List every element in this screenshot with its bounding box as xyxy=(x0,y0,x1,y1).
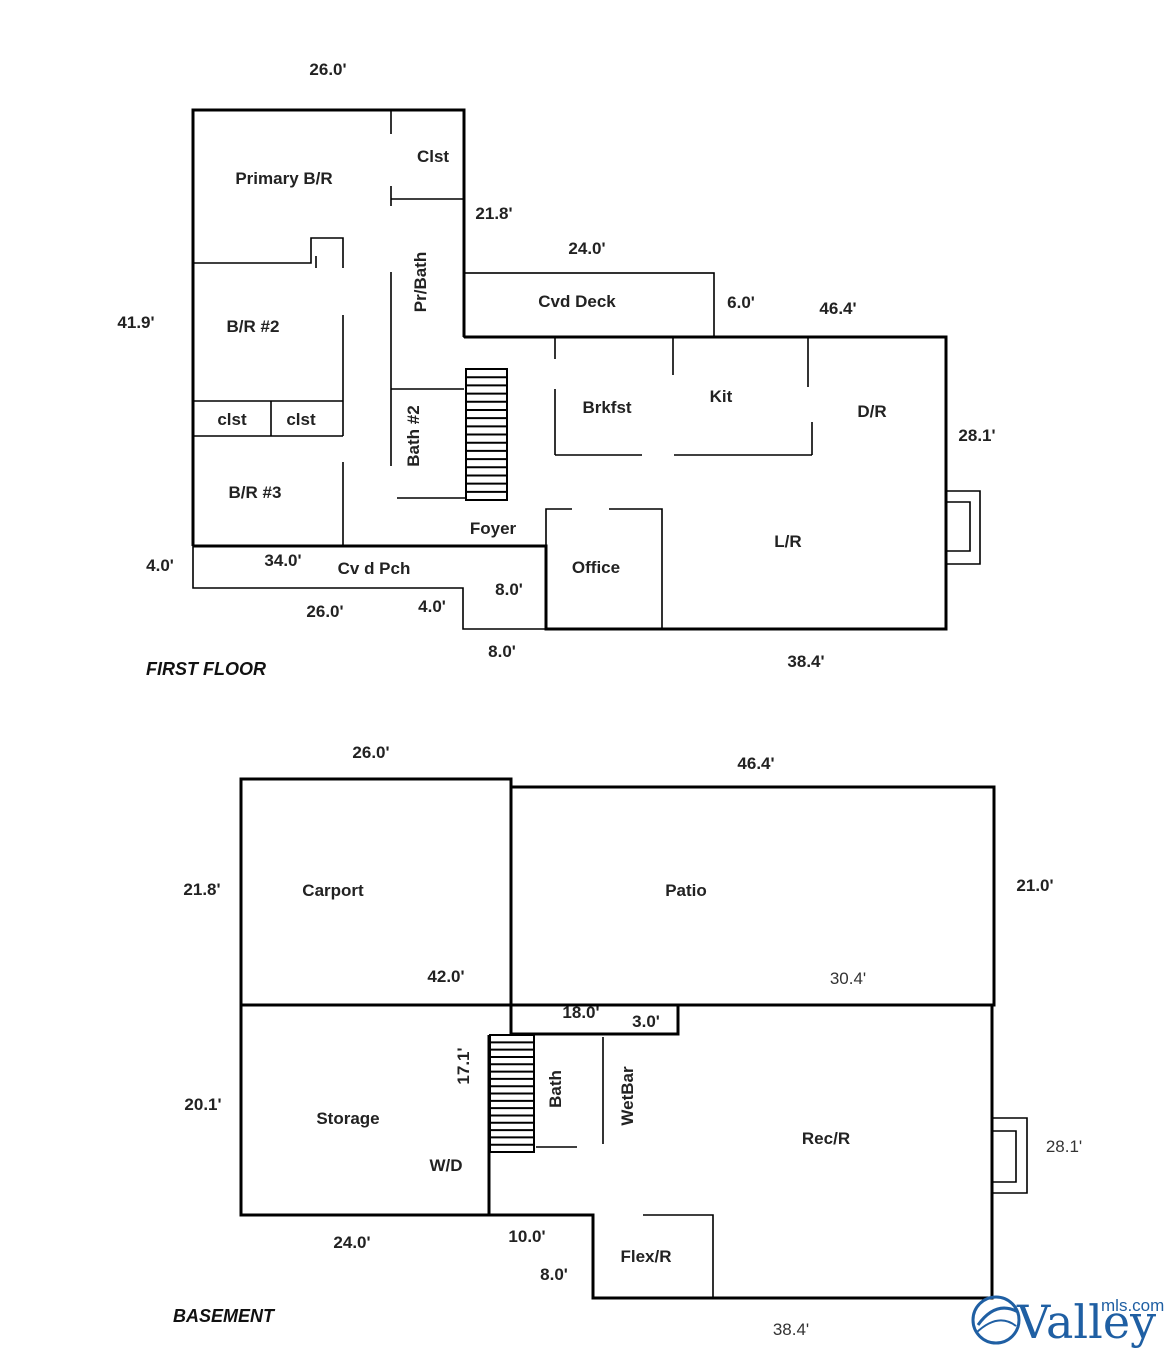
room-br3: B/R #3 xyxy=(229,483,282,502)
dim-carport-left: 21.8' xyxy=(183,880,220,899)
dim-deck-right: 6.0' xyxy=(727,293,755,312)
dim-closet-right: 21.8' xyxy=(475,204,512,223)
room-closet-a: clst xyxy=(217,410,247,429)
dim-step-left: 4.0' xyxy=(418,597,446,616)
room-covered-porch: Cv d Pch xyxy=(338,559,411,578)
patio-outline xyxy=(509,785,996,1007)
dim-porch-top: 34.0' xyxy=(264,551,301,570)
basement-outline xyxy=(239,1005,994,1300)
dim-step-bottom: 8.0' xyxy=(488,642,516,661)
room-primary-br: Primary B/R xyxy=(235,169,332,188)
room-covered-deck: Cvd Deck xyxy=(538,292,616,311)
room-rec-room: Rec/R xyxy=(802,1129,850,1148)
room-living: L/R xyxy=(774,532,801,551)
valley-mls-logo: Valley mls.com xyxy=(971,1295,1164,1349)
stair-first-floor xyxy=(465,368,508,501)
room-bath2: Bath #2 xyxy=(404,405,423,466)
room-kitchen: Kit xyxy=(710,387,733,406)
dim-notch-top: 18.0' xyxy=(562,1003,599,1022)
dim-patio-inner: 30.4' xyxy=(830,969,866,988)
main-block-outline xyxy=(193,335,948,631)
logo-globe-icon xyxy=(971,1295,1021,1345)
room-closet-b: clst xyxy=(286,410,316,429)
room-washer-dryer: W/D xyxy=(429,1156,462,1175)
dim-stair-left: 17.1' xyxy=(454,1047,473,1084)
room-breakfast: Brkfst xyxy=(582,398,631,417)
dim-carport-inner: 42.0' xyxy=(427,967,464,986)
basement-plan xyxy=(239,777,1028,1300)
first-floor-plan xyxy=(191,108,981,631)
dim-step-right: 8.0' xyxy=(495,580,523,599)
room-primary-bath: Pr/Bath xyxy=(411,252,430,312)
first-floor-title: FIRST FLOOR xyxy=(146,659,266,679)
room-storage: Storage xyxy=(316,1109,379,1128)
dim-right: 28.1' xyxy=(958,426,995,445)
dim-left: 41.9' xyxy=(117,313,154,332)
dim-notch-right: 3.0' xyxy=(632,1012,660,1031)
dim-storage-bottom: 24.0' xyxy=(333,1233,370,1252)
dim-basement-bottom: 38.4' xyxy=(773,1320,809,1339)
dim-patio-top: 46.4' xyxy=(737,754,774,773)
room-basement-bath: Bath xyxy=(546,1070,565,1108)
room-office: Office xyxy=(572,558,620,577)
room-carport: Carport xyxy=(302,881,364,900)
stair-basement xyxy=(489,1034,535,1153)
dim-main-top: 46.4' xyxy=(819,299,856,318)
dim-porch-bottom: 26.0' xyxy=(306,602,343,621)
dim-deck-top: 24.0' xyxy=(568,239,605,258)
dim-main-bottom: 38.4' xyxy=(787,652,824,671)
dim-carport-top: 26.0' xyxy=(352,743,389,762)
basement-title: BASEMENT xyxy=(173,1306,276,1326)
dim-top: 26.0' xyxy=(309,60,346,79)
room-wetbar: WetBar xyxy=(618,1066,637,1126)
porch-outline xyxy=(192,546,546,630)
basement-fireplace xyxy=(992,1117,1028,1194)
room-flex-room: Flex/R xyxy=(620,1247,671,1266)
room-br2: B/R #2 xyxy=(227,317,280,336)
carport-outline xyxy=(239,777,513,1007)
dim-basement-right: 28.1' xyxy=(1046,1137,1082,1156)
dim-porch-left: 4.0' xyxy=(146,556,174,575)
logo-domain: mls.com xyxy=(1101,1296,1164,1315)
room-closet: Clst xyxy=(417,147,449,166)
dim-step-top: 10.0' xyxy=(508,1227,545,1246)
room-dining: D/R xyxy=(857,402,886,421)
dim-step-left-basement: 8.0' xyxy=(540,1265,568,1284)
bedroom-wing-outline xyxy=(191,108,466,546)
room-patio: Patio xyxy=(665,881,707,900)
logo-brand: Valley xyxy=(1016,1295,1156,1349)
fireplace xyxy=(946,490,981,565)
dim-patio-right: 21.0' xyxy=(1016,876,1053,895)
dim-storage-left: 20.1' xyxy=(184,1095,221,1114)
room-foyer: Foyer xyxy=(470,519,517,538)
